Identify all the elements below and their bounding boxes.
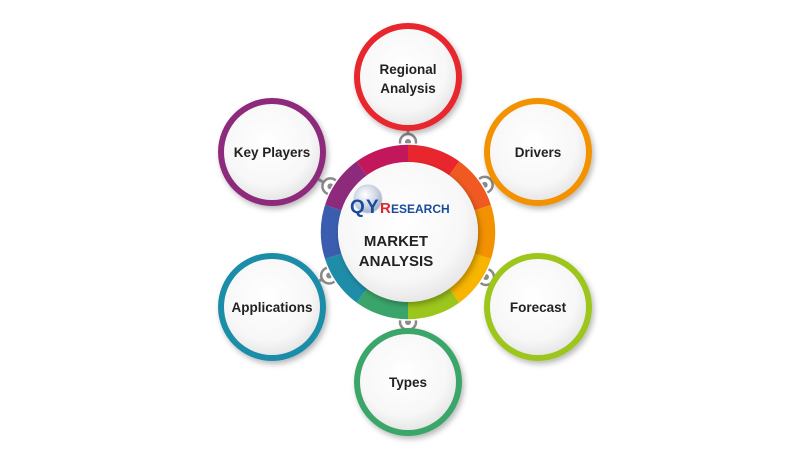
center-title-line2: ANALYSIS — [359, 253, 433, 270]
center-hub: Q Y R ESEARCH MARKET ANALYSIS — [338, 162, 478, 302]
ring-segment — [408, 144, 460, 176]
center-circle — [338, 162, 478, 302]
logo-letter-y: Y — [366, 197, 379, 218]
ring-segment — [449, 253, 492, 304]
node-label: Regional — [379, 62, 436, 77]
logo-text-esearch: ESEARCH — [391, 202, 450, 216]
node-label-line2: Analysis — [380, 81, 436, 96]
ring-segment — [449, 160, 492, 211]
logo-letter-q: Q — [350, 197, 365, 218]
ring-segment — [474, 204, 496, 260]
node-face — [490, 259, 586, 355]
node-label: Drivers — [515, 145, 562, 160]
node-face — [360, 29, 456, 125]
node-key-players: Key Players — [218, 98, 326, 206]
node-label: Key Players — [234, 145, 311, 160]
ring-segment — [320, 204, 342, 260]
node-face — [224, 259, 320, 355]
node-label: Types — [389, 375, 427, 390]
center-title-line1: MARKET — [364, 233, 428, 250]
qyresearch-logo: Q Y R ESEARCH — [350, 184, 450, 218]
ring-segment — [356, 288, 408, 320]
ring-segment — [408, 288, 460, 320]
ring-outline — [319, 143, 497, 321]
globe-icon — [353, 184, 383, 214]
node-types: Types — [354, 328, 462, 436]
node-face — [224, 104, 320, 200]
node-applications: Applications — [218, 253, 326, 361]
node-drivers: Drivers — [484, 98, 592, 206]
logo-letter-r: R — [380, 200, 391, 217]
ring-segment — [324, 160, 367, 211]
center-color-ring — [319, 143, 497, 321]
node-face — [490, 104, 586, 200]
node-label: Applications — [231, 300, 312, 315]
node-label: Forecast — [510, 300, 567, 315]
ring-segment — [324, 253, 367, 304]
ring-segment — [356, 144, 408, 176]
node-face — [360, 334, 456, 430]
node-forecast: Forecast — [484, 253, 592, 361]
